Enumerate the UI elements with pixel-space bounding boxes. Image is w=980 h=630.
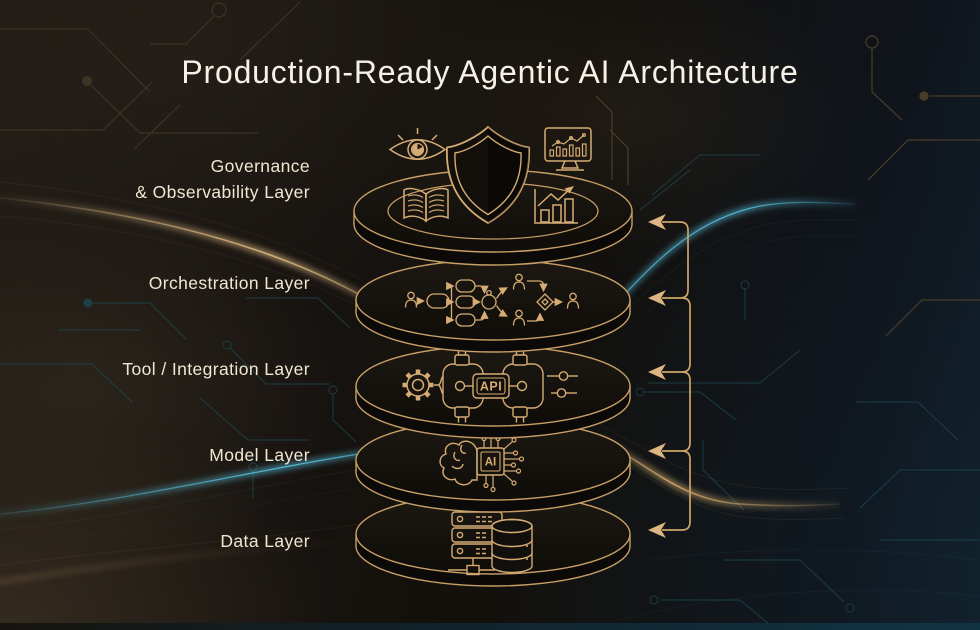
label-orchestration-layer: Orchestration Layer xyxy=(148,273,310,293)
circuit-traces-right-gold xyxy=(595,35,980,337)
glow-swoosh-teal-right xyxy=(613,200,856,307)
label-model-layer: Model Layer xyxy=(209,445,310,465)
shield-icon xyxy=(446,125,530,225)
governance-observability-layer xyxy=(353,125,633,266)
contour-lines-gold xyxy=(0,181,851,566)
label-data-layer: Data Layer xyxy=(220,531,310,551)
label-governance-line1: Governance xyxy=(210,156,310,176)
person-icon xyxy=(404,291,418,308)
analytics-monitor-icon xyxy=(544,127,592,171)
open-book-icon xyxy=(403,187,449,223)
api-plug-circuit-icon: API xyxy=(434,349,578,423)
label-governance-line2: & Observability Layer xyxy=(135,182,310,202)
glow-swoosh-gold-right xyxy=(598,437,841,509)
ai-chip-text: AI xyxy=(485,457,497,469)
glow-swoosh-teal-left xyxy=(0,448,385,517)
database-icon xyxy=(491,518,533,574)
circuit-traces-teal-left xyxy=(0,297,357,498)
person-icon xyxy=(512,309,526,326)
circuit-traces-teal-right xyxy=(635,154,980,630)
arrow-governance xyxy=(648,214,689,299)
arrow-orchestration xyxy=(648,290,691,373)
agent-workflow-icon xyxy=(404,273,580,327)
page-title: Production-Ready Agentic AI Architecture xyxy=(181,54,799,90)
orchestration-layer-disk xyxy=(355,259,631,353)
model-layer-disk xyxy=(355,419,631,513)
circuit-traces-top-left xyxy=(0,1,301,151)
ai-brain-chip-icon: AI xyxy=(439,431,525,493)
layer-arrows xyxy=(648,214,691,538)
bottom-edge-strip xyxy=(0,623,980,630)
arrow-data xyxy=(648,522,666,538)
model-layer: AI xyxy=(355,419,631,513)
label-governance-layer: Governance & Observability Layer xyxy=(135,153,310,205)
growth-chart-icon xyxy=(534,186,578,224)
eye-monitoring-icon xyxy=(388,128,447,160)
glow-swoosh-gold-upper-left xyxy=(0,195,364,299)
arrow-model xyxy=(648,443,691,531)
person-icon xyxy=(512,273,526,290)
glow-swoosh-gold-bottom-left xyxy=(0,538,361,584)
gear-icon xyxy=(402,369,434,401)
orchestration-layer xyxy=(355,259,631,353)
label-tool-integration-layer: Tool / Integration Layer xyxy=(122,359,310,379)
tool-integration-layer: API xyxy=(355,345,631,439)
arrow-tool-integration xyxy=(648,364,691,452)
api-box-text: API xyxy=(480,380,502,394)
person-icon xyxy=(566,292,580,309)
